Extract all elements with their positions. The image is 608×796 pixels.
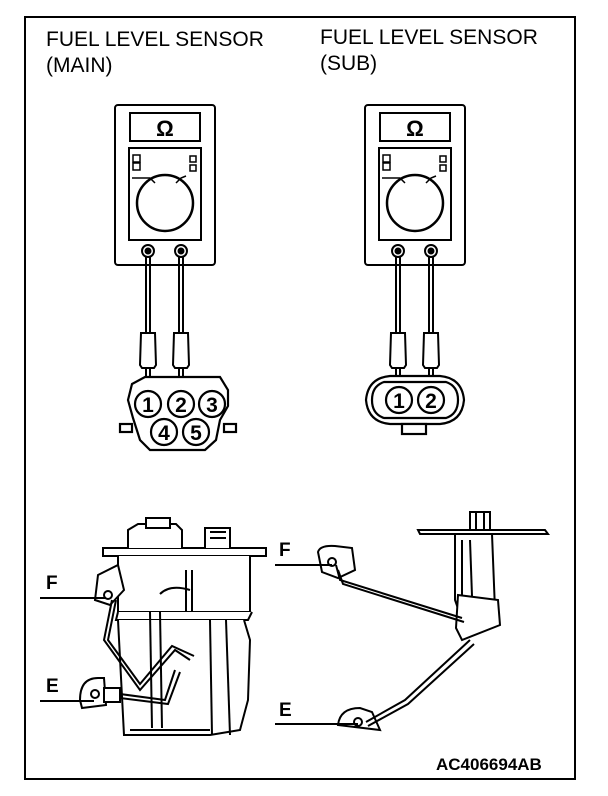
main-pin-2: 2 <box>175 394 187 417</box>
sub-connector <box>364 374 466 436</box>
main-pin-1: 1 <box>142 394 154 417</box>
sub-pin-1: 1 <box>393 390 405 413</box>
main-callout-E: E <box>46 676 59 697</box>
main-ohm-symbol: Ω <box>156 116 174 141</box>
sub-sensor-subtitle: (SUB) <box>320 52 378 75</box>
main-pump-assembly <box>78 517 267 736</box>
sub-callout-F: F <box>279 540 291 561</box>
main-sensor-title: FUEL LEVEL SENSOR <box>46 28 264 51</box>
sub-pin-2: 2 <box>425 390 437 413</box>
sub-ohmmeter <box>364 104 466 388</box>
main-callout-F: F <box>46 573 58 594</box>
main-sensor-subtitle: (MAIN) <box>46 54 113 77</box>
main-ohmmeter <box>114 104 216 396</box>
sub-callout-E: E <box>279 700 292 721</box>
main-pin-5: 5 <box>190 422 202 445</box>
sub-ohm-symbol: Ω <box>406 116 424 141</box>
sub-sender-assembly <box>316 511 550 732</box>
diagram-frame <box>24 16 576 780</box>
main-pin-4: 4 <box>158 422 170 445</box>
sub-sensor-title: FUEL LEVEL SENSOR <box>320 26 538 49</box>
main-connector <box>118 375 238 452</box>
figure-code: AC406694AB <box>436 755 542 774</box>
main-pin-3: 3 <box>206 394 218 417</box>
